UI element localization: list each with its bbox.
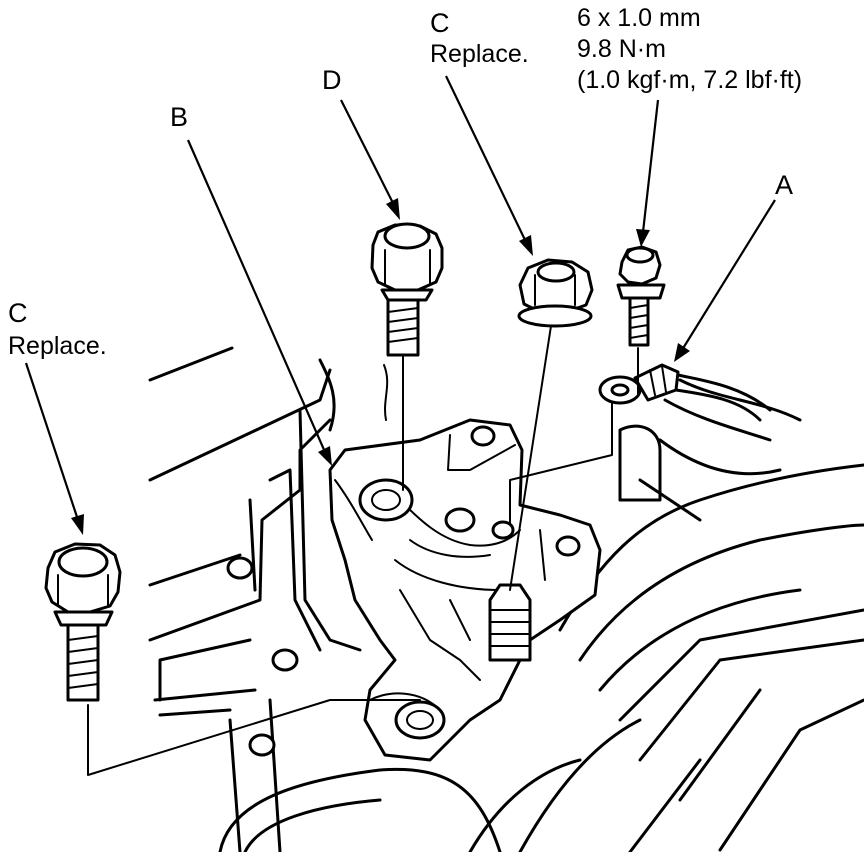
arrow-a	[674, 343, 690, 362]
arrow-d	[386, 198, 400, 220]
alignment-lines	[87, 325, 639, 776]
label-d: D	[322, 65, 342, 95]
nut-c-top	[517, 258, 594, 328]
ground-terminal	[598, 363, 772, 422]
arrow-spec	[636, 229, 650, 247]
label-a: A	[775, 170, 793, 200]
spec-size: 6 x 1.0 mm	[577, 4, 701, 32]
leader-lines	[24, 75, 776, 535]
small-bolt	[616, 245, 666, 347]
spec-torque-alt: (1.0 kgf·m, 7.2 lbf·ft)	[577, 66, 802, 94]
label-c-left-note: Replace.	[8, 332, 107, 360]
text-labels: C Replace. 6 x 1.0 mm 9.8 N·m (1.0 kgf·m…	[8, 4, 802, 360]
background-structure	[148, 346, 864, 852]
arrow-c-top	[519, 235, 533, 256]
mount-bracket	[226, 418, 602, 762]
spec-torque: 9.8 N·m	[577, 35, 666, 63]
bolt-c-left	[44, 542, 122, 702]
arrow-c-left	[71, 514, 84, 535]
bolt-d	[370, 222, 444, 357]
label-c-top-note: Replace.	[430, 40, 529, 68]
label-b: B	[170, 102, 188, 132]
label-c-left: C	[8, 298, 28, 328]
arrow-b	[318, 446, 332, 466]
label-c-top: C	[430, 8, 450, 38]
